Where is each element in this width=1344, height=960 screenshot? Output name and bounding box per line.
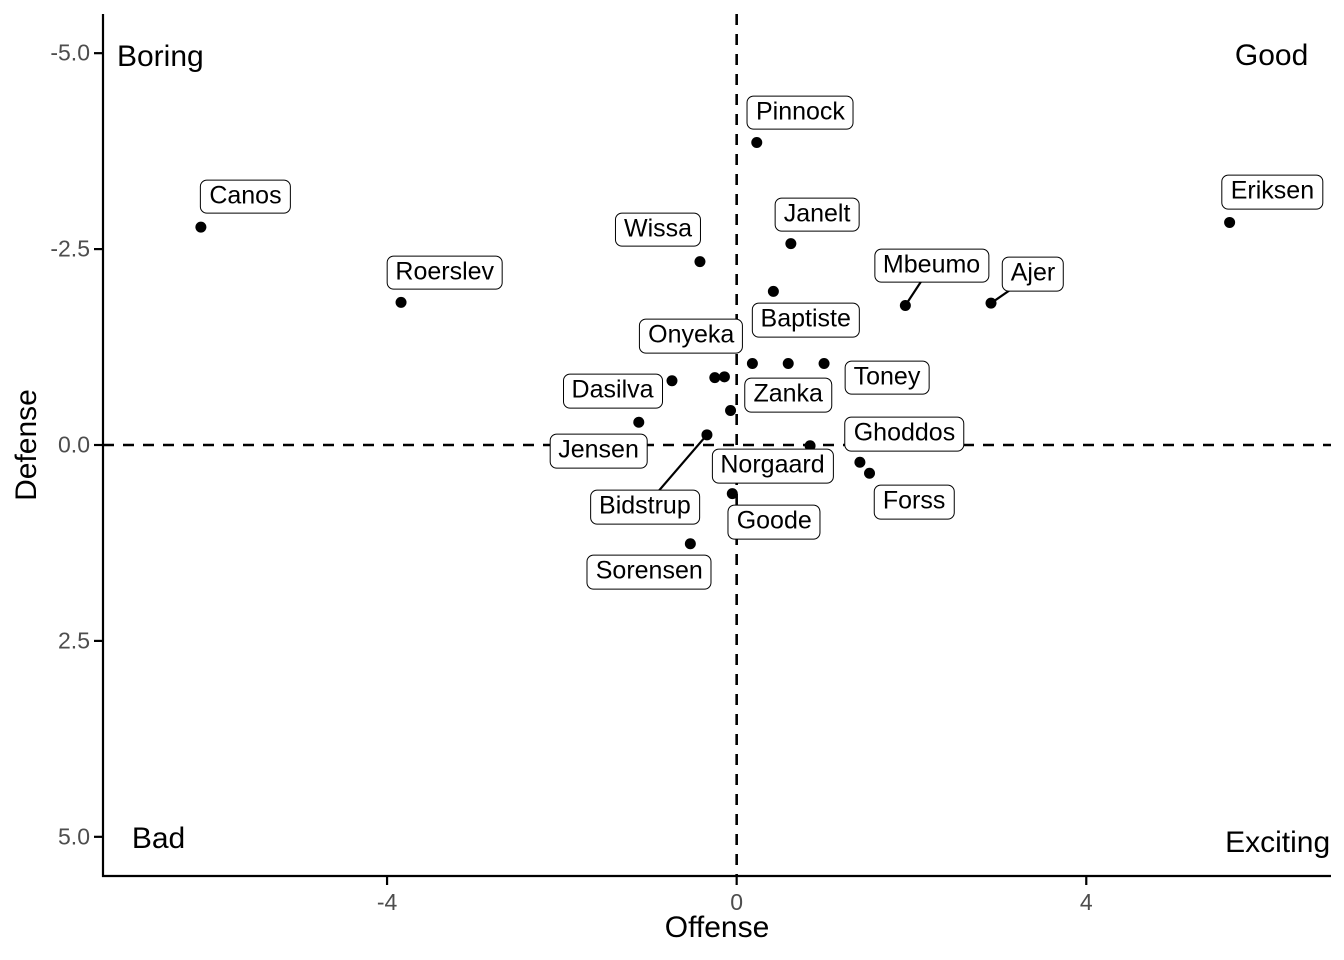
data-point	[395, 296, 407, 308]
data-point	[782, 358, 794, 370]
label-leader-line	[990, 273, 1034, 305]
data-point	[633, 416, 645, 428]
data-point	[725, 405, 737, 417]
data-point	[785, 238, 797, 250]
data-point	[694, 256, 706, 268]
data-point	[666, 375, 678, 387]
data-point	[726, 488, 738, 500]
data-point	[684, 538, 696, 550]
data-point	[854, 456, 866, 468]
data-point	[746, 358, 758, 370]
data-point	[804, 440, 816, 452]
data-point	[985, 297, 997, 309]
data-point	[899, 300, 911, 312]
data-point	[864, 467, 876, 479]
data-point	[767, 285, 779, 297]
data-point	[701, 429, 713, 441]
label-leader-line	[644, 434, 708, 508]
data-point	[818, 358, 830, 370]
data-point	[1224, 216, 1236, 228]
data-point	[718, 371, 730, 383]
data-point	[709, 372, 721, 384]
data-point	[195, 221, 207, 233]
data-point	[751, 137, 763, 149]
label-leader-line	[904, 264, 933, 307]
